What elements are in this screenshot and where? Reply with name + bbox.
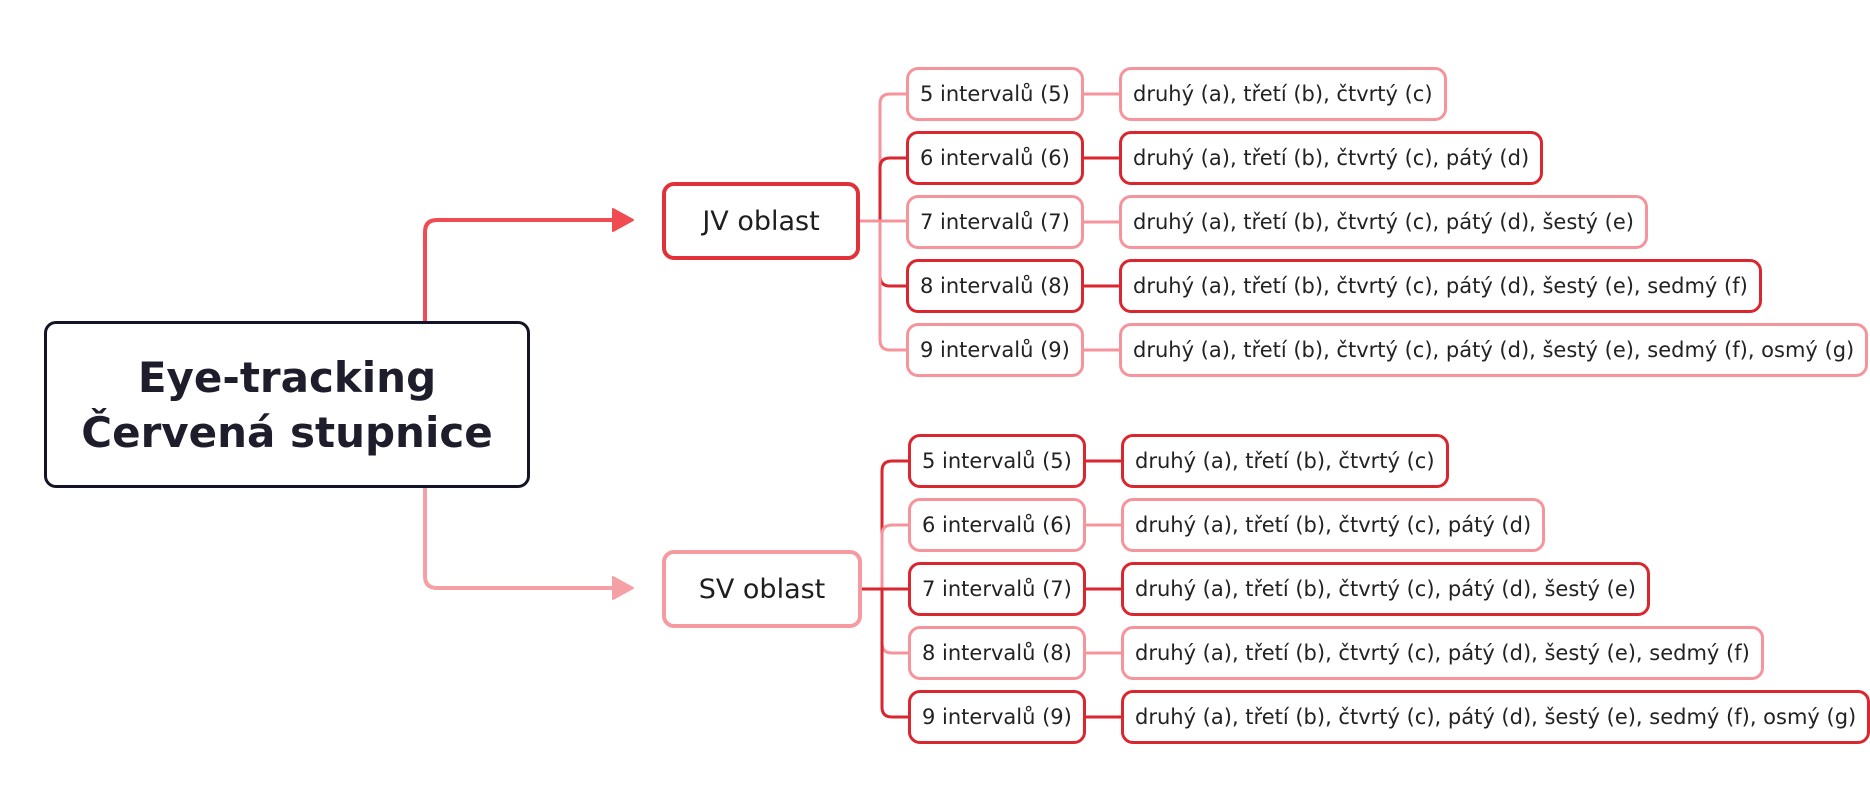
sv-branch-connector-8 bbox=[860, 587, 910, 655]
branch-jv-label: JV oblast bbox=[702, 205, 820, 237]
sv-branch-connector-5 bbox=[860, 459, 910, 591]
jv-interval-8: 8 intervalů (8) bbox=[906, 259, 1084, 313]
jv-result-9-text: druhý (a), třetí (b), čtvrtý (c), pátý (… bbox=[1133, 338, 1855, 362]
branch-sv: SV oblast bbox=[662, 550, 862, 628]
sv-interval-6-label: 6 intervalů (6) bbox=[922, 513, 1072, 537]
jv-result-8-text: druhý (a), třetí (b), čtvrtý (c), pátý (… bbox=[1133, 274, 1748, 298]
sv-result-5: druhý (a), třetí (b), čtvrtý (c) bbox=[1121, 434, 1449, 488]
sv-result-7-text: druhý (a), třetí (b), čtvrtý (c), pátý (… bbox=[1135, 577, 1636, 601]
sv-interval-5: 5 intervalů (5) bbox=[908, 434, 1086, 488]
jv-interval-7: 7 intervalů (7) bbox=[906, 195, 1084, 249]
sv-result-5-text: druhý (a), třetí (b), čtvrtý (c) bbox=[1135, 449, 1435, 473]
jv-result-9: druhý (a), třetí (b), čtvrtý (c), pátý (… bbox=[1119, 323, 1869, 377]
sv-result-6-text: druhý (a), třetí (b), čtvrtý (c), pátý (… bbox=[1135, 513, 1532, 537]
jv-result-5-text: druhý (a), třetí (b), čtvrtý (c) bbox=[1133, 82, 1433, 106]
sv-interval-7-label: 7 intervalů (7) bbox=[922, 577, 1072, 601]
jv-result-7: druhý (a), třetí (b), čtvrtý (c), pátý (… bbox=[1119, 195, 1648, 249]
root-node: Eye-tracking Červená stupnice bbox=[44, 321, 530, 488]
sv-result-6: druhý (a), třetí (b), čtvrtý (c), pátý (… bbox=[1121, 498, 1546, 552]
jv-interval-6: 6 intervalů (6) bbox=[906, 131, 1084, 185]
jv-interval-9: 9 intervalů (9) bbox=[906, 323, 1084, 377]
jv-branch-connector-5 bbox=[858, 92, 908, 223]
sv-interval-8-label: 8 intervalů (8) bbox=[922, 641, 1072, 665]
branch-jv: JV oblast bbox=[662, 182, 860, 260]
root-to-jv-connector bbox=[423, 218, 617, 323]
jv-interval-6-label: 6 intervalů (6) bbox=[920, 146, 1070, 170]
root-to-sv-connector bbox=[423, 486, 617, 590]
jv-result-6: druhý (a), třetí (b), čtvrtý (c), pátý (… bbox=[1119, 131, 1544, 185]
sv-interval-9: 9 intervalů (9) bbox=[908, 690, 1086, 744]
sv-result-7: druhý (a), třetí (b), čtvrtý (c), pátý (… bbox=[1121, 562, 1650, 616]
root-title-line2: Červená stupnice bbox=[81, 407, 493, 457]
sv-result-9: druhý (a), třetí (b), čtvrtý (c), pátý (… bbox=[1121, 690, 1870, 744]
jv-result-6-text: druhý (a), třetí (b), čtvrtý (c), pátý (… bbox=[1133, 146, 1530, 170]
sv-branch-connector-9 bbox=[860, 587, 910, 719]
sv-interval-8: 8 intervalů (8) bbox=[908, 626, 1086, 680]
jv-result-5: druhý (a), třetí (b), čtvrtý (c) bbox=[1119, 67, 1447, 121]
jv-interval-5: 5 intervalů (5) bbox=[906, 67, 1084, 121]
jv-result-8: druhý (a), třetí (b), čtvrtý (c), pátý (… bbox=[1119, 259, 1762, 313]
jv-branch-connector-6 bbox=[858, 156, 908, 223]
jv-interval-9-label: 9 intervalů (9) bbox=[920, 338, 1070, 362]
sv-result-9-text: druhý (a), třetí (b), čtvrtý (c), pátý (… bbox=[1135, 705, 1857, 729]
sv-interval-7: 7 intervalů (7) bbox=[908, 562, 1086, 616]
jv-branch-connector-9 bbox=[858, 219, 908, 352]
jv-result-7-text: druhý (a), třetí (b), čtvrtý (c), pátý (… bbox=[1133, 210, 1634, 234]
jv-branch-connector-8 bbox=[858, 219, 908, 288]
jv-interval-5-label: 5 intervalů (5) bbox=[920, 82, 1070, 106]
root-to-sv-arrowhead bbox=[612, 576, 634, 600]
sv-interval-6: 6 intervalů (6) bbox=[908, 498, 1086, 552]
sv-interval-5-label: 5 intervalů (5) bbox=[922, 449, 1072, 473]
sv-result-8-text: druhý (a), třetí (b), čtvrtý (c), pátý (… bbox=[1135, 641, 1750, 665]
sv-interval-9-label: 9 intervalů (9) bbox=[922, 705, 1072, 729]
root-title-line1: Eye-tracking bbox=[137, 352, 437, 402]
root-to-jv-arrowhead bbox=[612, 208, 634, 232]
jv-interval-8-label: 8 intervalů (8) bbox=[920, 274, 1070, 298]
sv-branch-connector-6 bbox=[860, 523, 910, 591]
jv-interval-7-label: 7 intervalů (7) bbox=[920, 210, 1070, 234]
sv-result-8: druhý (a), třetí (b), čtvrtý (c), pátý (… bbox=[1121, 626, 1764, 680]
branch-sv-label: SV oblast bbox=[698, 573, 826, 605]
